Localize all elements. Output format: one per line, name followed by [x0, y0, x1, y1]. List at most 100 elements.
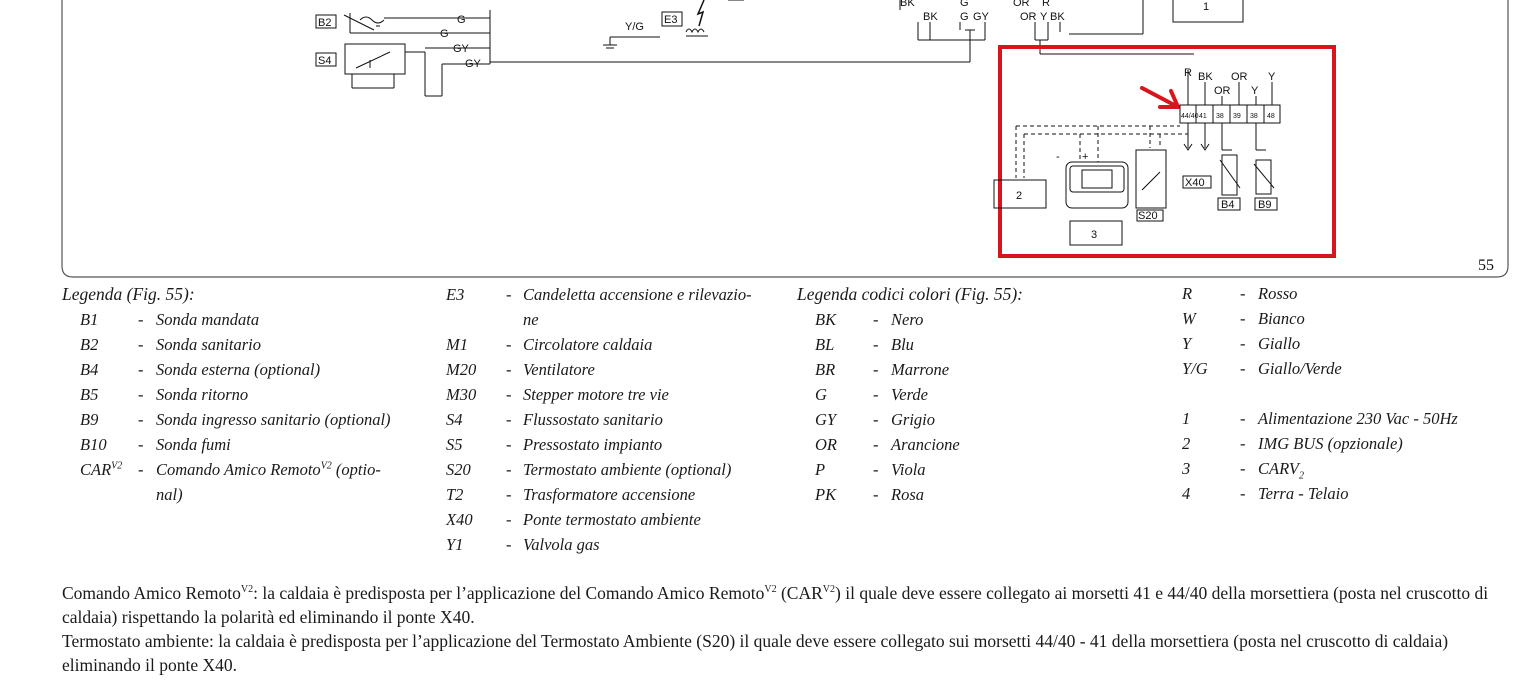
wire-label-minus: -: [1056, 151, 1060, 163]
legend-desc: Candeletta accensione e rilevazio-: [523, 285, 752, 304]
wire-label-g-b: G: [960, 11, 969, 23]
component-b2: B2: [318, 17, 331, 29]
legend-dash: -: [1240, 459, 1246, 478]
legend-dash: -: [138, 385, 144, 404]
legend-dash: -: [506, 435, 512, 454]
legend-code: 4: [1182, 484, 1191, 503]
legend-row: S5-Pressostato impianto: [446, 432, 786, 457]
legend-row: 2-IMG BUS (opzionale): [1182, 431, 1522, 456]
legend-code: OR: [815, 435, 837, 454]
legend-dash: -: [506, 360, 512, 379]
legend-dash: -: [873, 460, 879, 479]
highlight-box: [998, 45, 1336, 258]
legend-dash: -: [873, 410, 879, 429]
wire-label-bk-box: BK: [1198, 71, 1213, 83]
legend-desc: CARV2: [1258, 459, 1304, 482]
legend-desc: Pressostato impianto: [523, 435, 663, 454]
ref-3-box: [1069, 220, 1123, 246]
legend-code: M1: [446, 335, 468, 354]
legend-dash: -: [1240, 284, 1246, 303]
legend-colors: Legenda codici colori (Fig. 55): BK-Nero…: [797, 282, 1167, 507]
terminal-label: 44/40: [1181, 113, 1199, 120]
legend-desc: Nero: [891, 310, 924, 329]
legend-code: Y1: [446, 535, 464, 554]
component-s20: S20: [1138, 210, 1158, 222]
legend-row: GY-Grigio: [797, 407, 1167, 432]
wire-label-or-box1: OR: [1231, 71, 1248, 83]
legend-row: BK-Nero: [797, 307, 1167, 332]
b2-box: [315, 14, 337, 29]
note-remote-control: Comando Amico RemotoV2: la caldaia è pre…: [62, 583, 1489, 627]
legend-desc: Giallo: [1258, 334, 1301, 353]
sensor-group-left: [315, 10, 975, 97]
legend-desc: IMG BUS (opzionale): [1258, 434, 1403, 453]
legend-row: B5-Sonda ritorno: [62, 382, 442, 407]
legend-row: 3-CARV2: [1182, 456, 1522, 481]
legend-dash: -: [506, 410, 512, 429]
wire-label-gy1: GY: [453, 43, 470, 55]
legend-code: P: [815, 460, 826, 479]
legend-row: M30-Stepper motore tre vie: [446, 382, 786, 407]
wire-label-yg: Y/G: [625, 21, 644, 33]
legend-row: Y-Giallo: [1182, 331, 1522, 356]
legend-dash: -: [873, 335, 879, 354]
legend-code: B10: [80, 435, 107, 454]
legend-dash: -: [138, 460, 144, 479]
legend-desc: Ventilatore: [523, 360, 595, 379]
component-b4: B4: [1221, 199, 1234, 211]
wire-label-g1: G: [457, 14, 466, 26]
legend-row: OR -Arancione: [797, 432, 1167, 457]
legend-row-car-cont: nal): [156, 485, 183, 504]
legend-row: S20-Termostato ambiente (optional): [446, 457, 786, 482]
wire-label-r-box: R: [1184, 67, 1192, 79]
legend-code: G: [815, 385, 827, 404]
legend-desc: Circolatore caldaia: [523, 335, 653, 354]
legend-dash: -: [506, 485, 512, 504]
legend-title: Legenda (Fig. 55):: [62, 284, 195, 304]
legend-desc: Arancione: [891, 435, 960, 454]
legend-desc: Sonda fumi: [156, 435, 231, 454]
legend-row: Y1-Valvola gas: [446, 532, 786, 557]
legend-code: BL: [815, 335, 835, 354]
wire-label-bk-b: BK: [923, 11, 938, 23]
wire-label-y-box1: Y: [1268, 71, 1276, 83]
terminal-strip: [1179, 70, 1281, 211]
legend-colors-title: Legenda codici colori (Fig. 55):: [797, 284, 1023, 304]
legend-dash: -: [1240, 309, 1246, 328]
legend-code: T2: [446, 485, 464, 504]
ref-2-label: 2: [1016, 190, 1022, 202]
legend-desc: Comando Amico RemotoV2 (optio-: [156, 460, 381, 479]
legend-desc: Flussostato sanitario: [523, 410, 663, 429]
legend-dash: -: [138, 435, 144, 454]
legend-dash: -: [873, 435, 879, 454]
legend-code: B9: [80, 410, 99, 429]
legend-row: W-Bianco: [1182, 306, 1522, 331]
component-e3: E3: [664, 14, 677, 26]
legend-desc: Viola: [891, 460, 926, 479]
legend-row: BL-Blu: [797, 332, 1167, 357]
wire-label-y-box2: Y: [1251, 85, 1259, 97]
legend-dash: -: [1240, 359, 1246, 378]
x40-box: [1182, 175, 1212, 189]
wire-label-bk-a: BK: [900, 0, 915, 9]
bus-wiring: [1015, 125, 1188, 178]
legend-dash: -: [1240, 484, 1246, 503]
wire-label-r-top: R: [1042, 0, 1050, 9]
legend-code: BK: [815, 310, 837, 329]
legend-code: E3: [446, 285, 465, 304]
legend-desc: Ponte termostato ambiente: [523, 510, 701, 529]
legend-desc: Valvola gas: [523, 535, 600, 554]
legend-row: X40-Ponte termostato ambiente: [446, 507, 786, 532]
ref-1-label: 1: [1203, 1, 1209, 13]
legend-desc: Giallo/Verde: [1258, 359, 1342, 378]
legend-dash: -: [873, 385, 879, 404]
legend-row: M20-Ventilatore: [446, 357, 786, 382]
terminal-label: 39: [1233, 113, 1241, 120]
legend-row: B1-Sonda mandata: [62, 307, 442, 332]
legend-dash: -: [873, 360, 879, 379]
legend-dash: -: [138, 360, 144, 379]
